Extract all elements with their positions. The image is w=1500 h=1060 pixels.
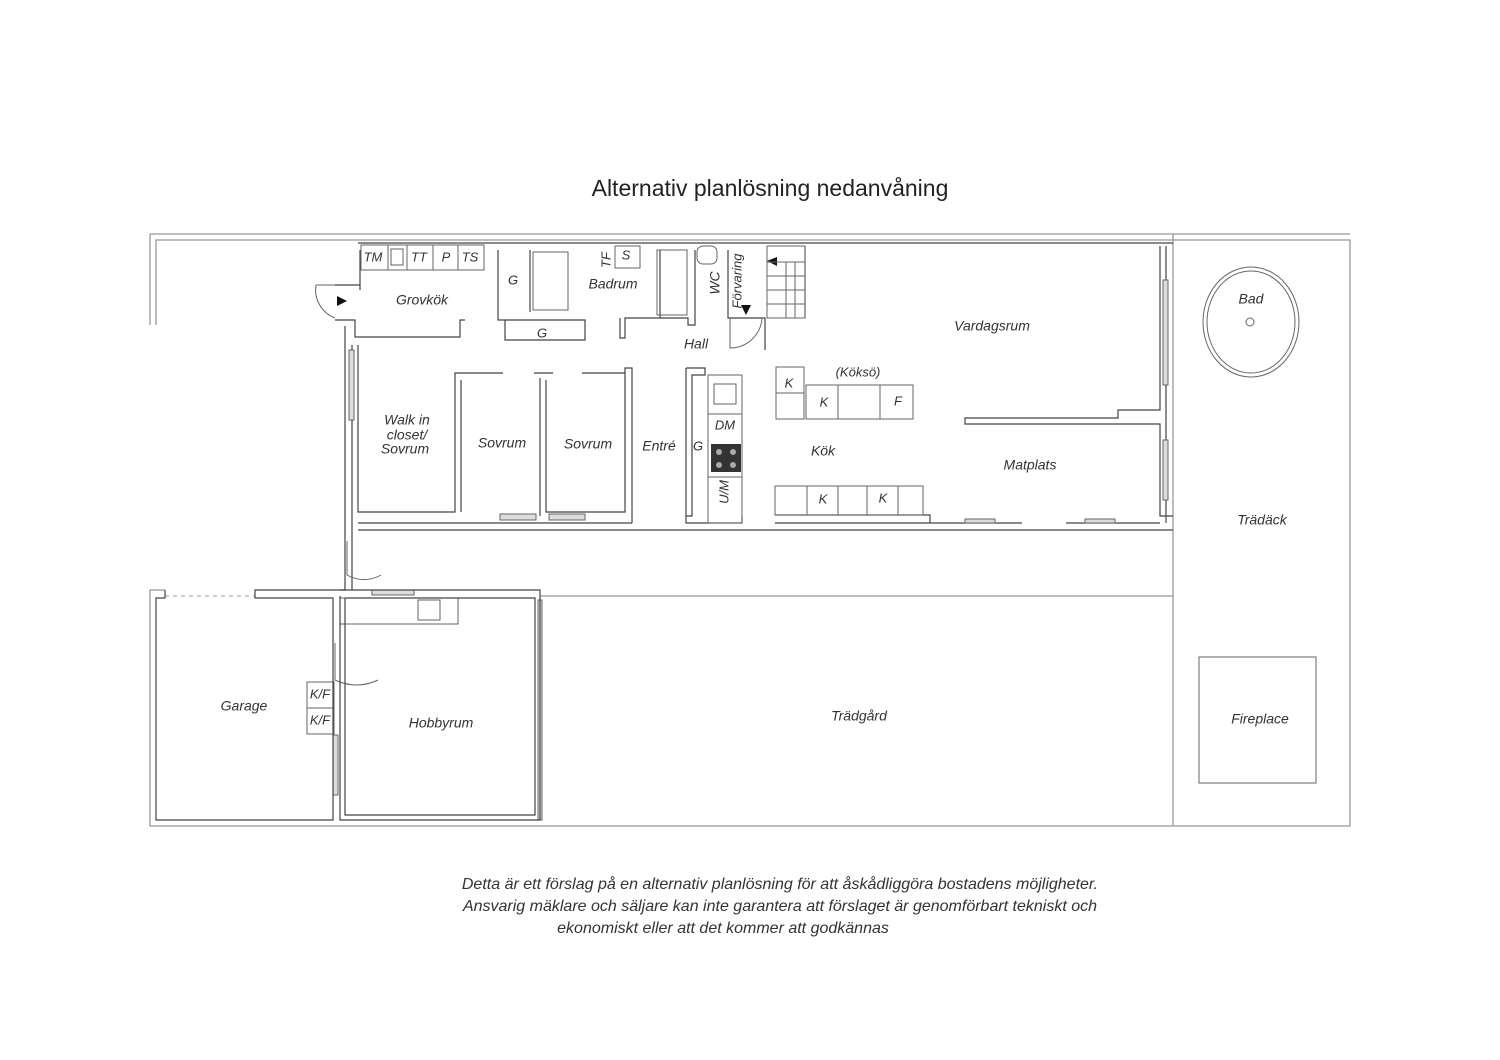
disclaimer-line-2: Ansvarig mäklare och säljare kan inte ga… — [462, 898, 1097, 915]
disclaimer-line-1: Detta är ett förslag på en alternativ pl… — [462, 875, 1098, 893]
fixtures — [306, 244, 1317, 784]
label-s: S — [622, 247, 631, 262]
kitchen-sink-icon — [713, 383, 737, 405]
label-g-entre: G — [693, 438, 703, 453]
room-forvaring: Förvaring — [729, 253, 744, 309]
room-entre: Entré — [642, 438, 676, 454]
site-outline — [149, 233, 1351, 827]
house-walls — [335, 242, 1173, 591]
room-hall: Hall — [684, 336, 709, 352]
hot-tub-icon — [1202, 266, 1300, 378]
disclaimer-line-3: ekonomiskt eller att det kommer att godk… — [557, 920, 889, 937]
label-k-counter-2: K — [879, 490, 889, 505]
room-kok: Kök — [811, 443, 836, 459]
room-sovrum-2: Sovrum — [564, 436, 613, 452]
label-tt: TT — [411, 249, 428, 264]
stove-icon — [711, 444, 741, 472]
label-k-island-2: K — [820, 394, 830, 409]
disclaimer: Detta är ett förslag på en alternativ pl… — [462, 875, 1098, 937]
label-g-closet: G — [508, 272, 518, 287]
room-badrum: Badrum — [588, 276, 637, 292]
label-tf: TF — [598, 251, 613, 268]
room-garage: Garage — [221, 698, 268, 714]
room-walkin-line3: Sovrum — [381, 441, 430, 457]
label-dm: DM — [715, 417, 735, 432]
windows — [332, 279, 1169, 821]
label-kf-1: K/F — [310, 686, 331, 701]
room-tradgard: Trädgård — [831, 708, 888, 724]
fireplace-area — [1198, 656, 1317, 784]
room-fireplace: Fireplace — [1231, 711, 1289, 727]
room-wc: WC — [707, 270, 723, 294]
entry-arrow-icon — [337, 296, 347, 306]
room-matplats: Matplats — [1004, 457, 1057, 473]
label-k-island-1: K — [785, 375, 795, 390]
label-g-closet-2: G — [537, 325, 547, 340]
sink-icon — [390, 248, 404, 266]
room-grovkok: Grovkök — [396, 292, 449, 308]
room-walkin-line2: closet/ — [387, 427, 430, 443]
label-um: U/M — [716, 480, 731, 504]
room-bad: Bad — [1239, 291, 1265, 307]
label-p: P — [442, 249, 451, 264]
hobby-sink-icon — [417, 599, 441, 621]
room-vardagsrum: Vardagsrum — [954, 318, 1030, 334]
fixture-labels: TM TT P TS G G S TF DM U/M G K K F K K K… — [310, 247, 903, 727]
shower-icon — [532, 251, 569, 311]
staircase — [766, 245, 806, 319]
room-hobbyrum: Hobbyrum — [409, 715, 474, 731]
room-walkin-line1: Walk in — [384, 412, 430, 428]
label-f: F — [894, 393, 903, 408]
plan-title: Alternativ planlösning nedanvåning — [592, 175, 949, 201]
room-sovrum-1: Sovrum — [478, 435, 527, 451]
toilet-icon — [696, 245, 718, 265]
label-tm: TM — [364, 249, 383, 264]
room-labels: Grovkök Badrum WC Förvaring Hall Vardags… — [221, 253, 1289, 731]
label-kf-2: K/F — [310, 712, 331, 727]
label-k-counter-1: K — [819, 491, 829, 506]
room-koksö: (Köksö) — [836, 364, 881, 379]
annex-walls — [155, 589, 541, 821]
room-tradack: Trädäck — [1237, 512, 1288, 528]
stair-arrow-down-icon — [741, 305, 751, 315]
label-ts: TS — [462, 249, 479, 264]
